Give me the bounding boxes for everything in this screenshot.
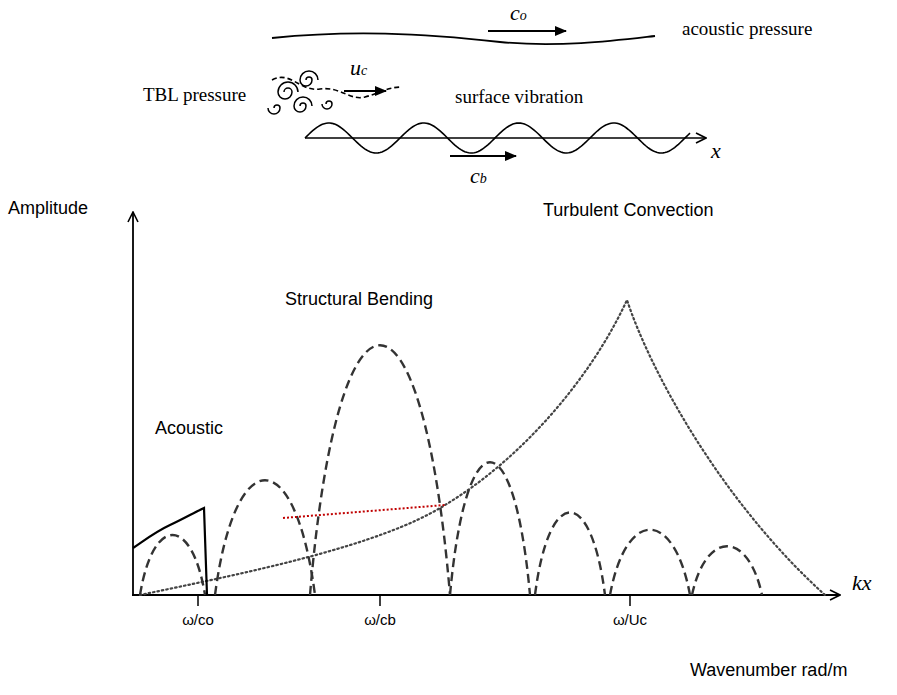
acoustic-wave bbox=[272, 33, 655, 44]
tick bbox=[379, 595, 381, 606]
tick bbox=[629, 595, 631, 606]
bending-curve bbox=[140, 345, 762, 595]
turbulent-curve bbox=[140, 300, 825, 595]
tick-label: ω/Uc bbox=[613, 611, 647, 628]
x-axis bbox=[132, 594, 840, 596]
velocity-arrow bbox=[344, 90, 386, 92]
red-dotted-line bbox=[283, 505, 445, 518]
tick bbox=[197, 595, 199, 606]
axis-title: Wavenumber rad/m bbox=[690, 660, 847, 681]
velocity-arrow bbox=[488, 30, 566, 32]
x-axis-top bbox=[305, 137, 706, 139]
acoustic-curve bbox=[133, 508, 207, 595]
curve-label: Structural Bending bbox=[285, 289, 433, 310]
tick-label: ω/cb bbox=[364, 611, 396, 628]
wave-label: acoustic pressure bbox=[682, 18, 812, 40]
axis-label: x bbox=[711, 138, 721, 163]
wave-label: surface vibration bbox=[455, 86, 583, 108]
velocity-arrow bbox=[450, 155, 516, 157]
axis-title: Amplitude bbox=[8, 198, 88, 219]
velocity-label: co bbox=[510, 0, 527, 25]
velocity-label: cb bbox=[470, 163, 487, 188]
eddy-swirls bbox=[268, 71, 332, 114]
surface-wave bbox=[305, 123, 690, 153]
curve-label: Acoustic bbox=[155, 418, 223, 439]
y-axis bbox=[132, 212, 134, 596]
surface-wave-line bbox=[305, 123, 690, 153]
tick-label: ω/co bbox=[182, 611, 214, 628]
wave-label: TBL pressure bbox=[143, 84, 246, 106]
curve-label: Turbulent Convection bbox=[543, 200, 713, 221]
axis-label: kx bbox=[852, 570, 872, 595]
velocity-label: uc bbox=[350, 55, 367, 80]
